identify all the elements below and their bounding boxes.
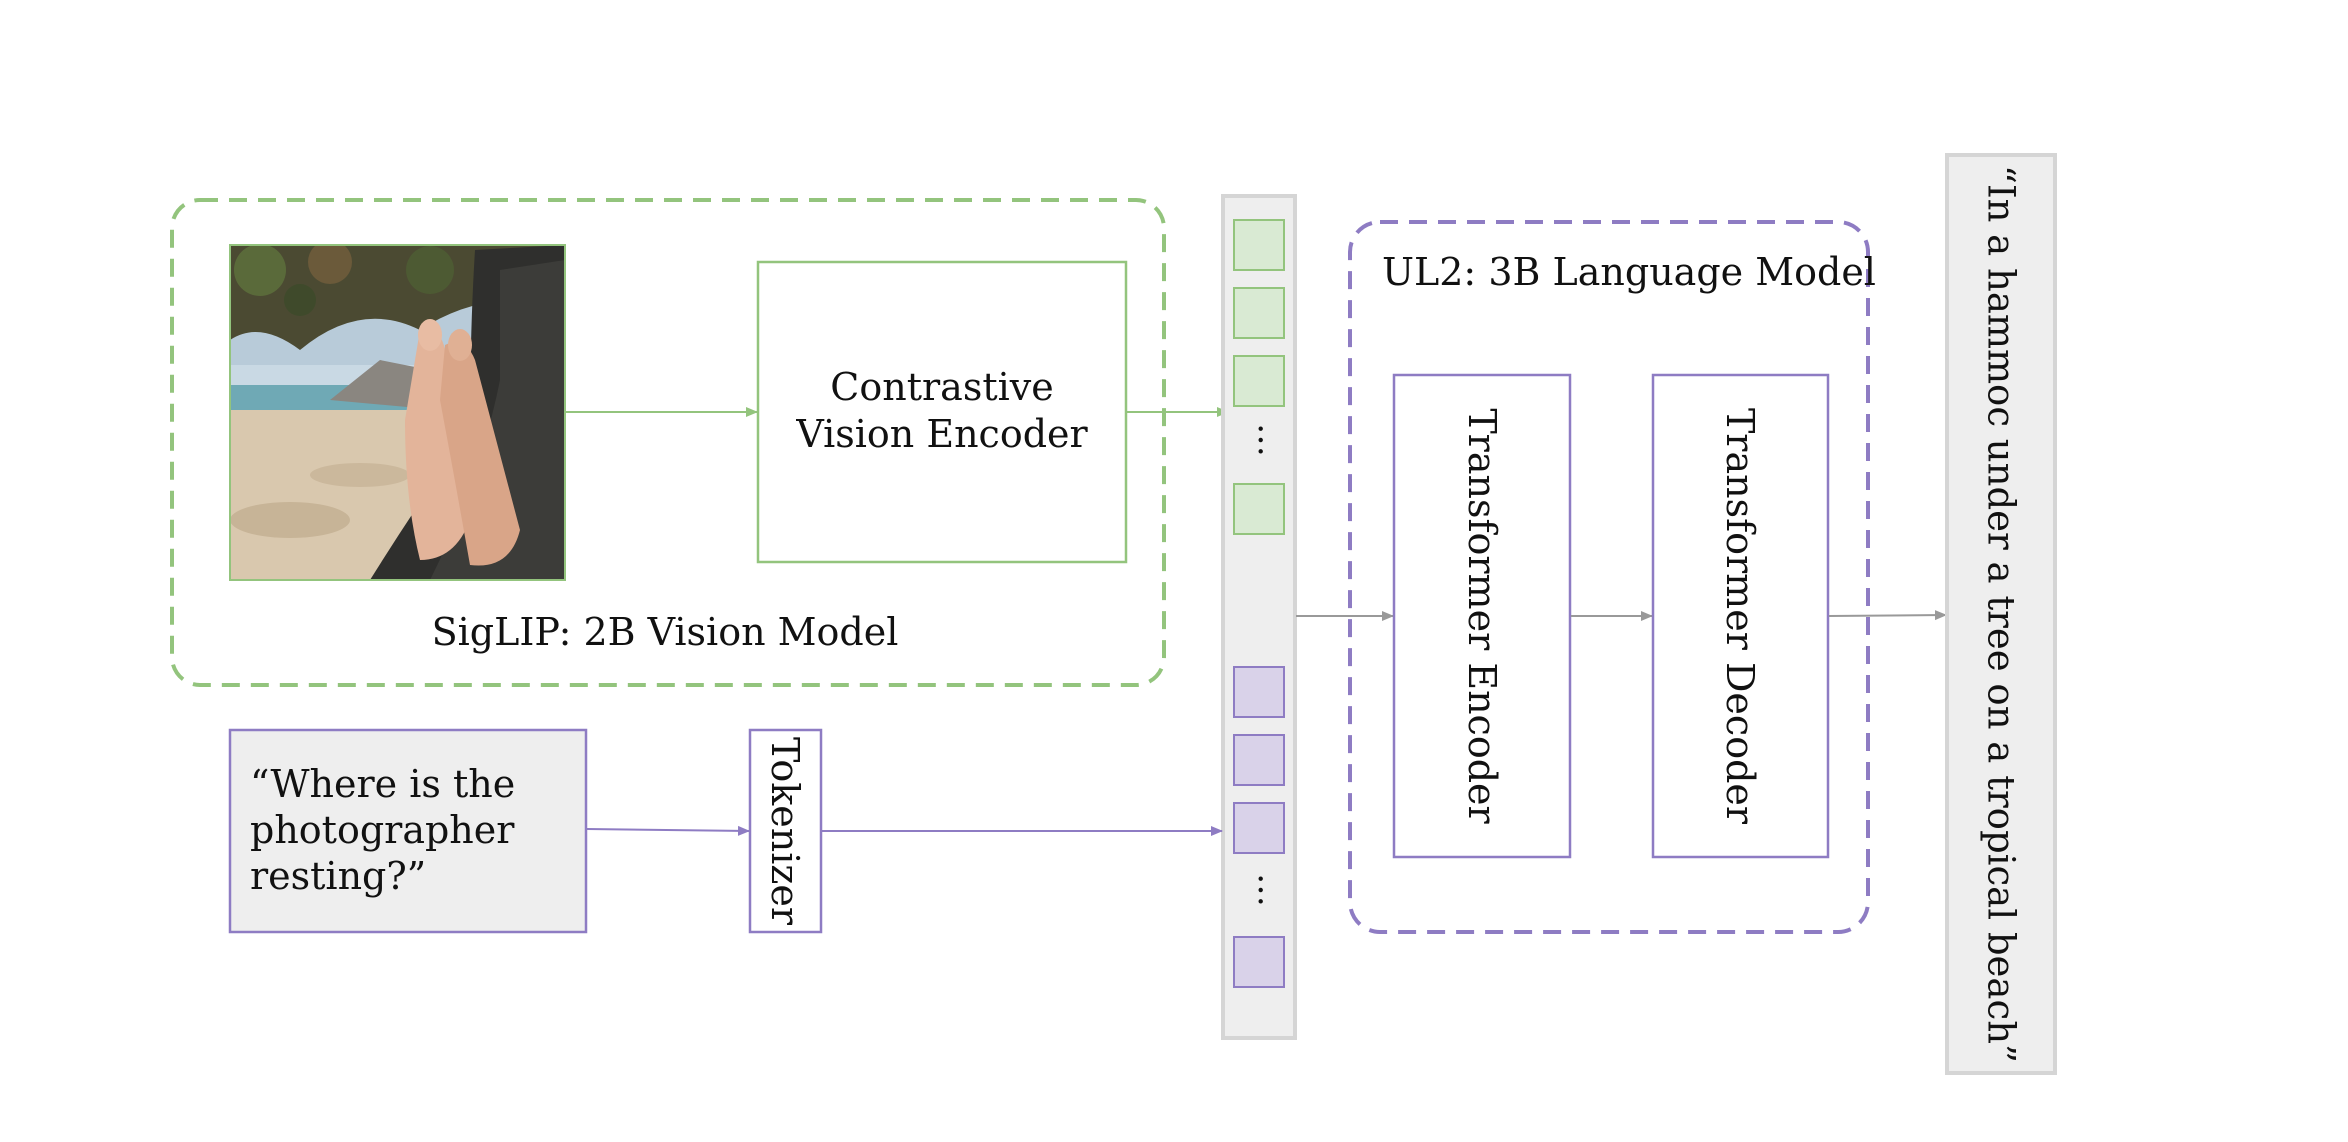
vision-token xyxy=(1233,287,1285,339)
beach-hammock-photo-icon xyxy=(230,245,565,580)
vision-model-label: SigLIP: 2B Vision Model xyxy=(432,610,899,654)
text-token xyxy=(1233,734,1285,786)
vision-token-ellipsis: … xyxy=(1250,423,1290,457)
vision-model-group xyxy=(170,198,1166,687)
output-box xyxy=(1945,153,2057,1075)
output-text: “In a hammoc under a tree on a tropical … xyxy=(1980,165,2023,1063)
language-model-label: UL2: 3B Language Model xyxy=(1382,250,1876,294)
transformer-decoder-box xyxy=(1651,373,1830,859)
prompt-line2: photographer xyxy=(250,808,515,852)
text-prompt-box xyxy=(228,728,588,934)
transformer-encoder-label: Transformer Encoder xyxy=(1460,408,1504,824)
prompt-line3: resting?” xyxy=(250,854,426,898)
transformer-encoder-box xyxy=(1392,373,1572,859)
tokenizer-box xyxy=(748,728,823,934)
text-token-ellipsis: … xyxy=(1250,873,1290,907)
tokenizer-label: Tokenizer xyxy=(763,737,807,926)
language-model-group xyxy=(1348,220,1870,934)
arrow-prompt-to-tokenizer xyxy=(586,825,750,836)
vision-token xyxy=(1233,483,1285,535)
vision-token xyxy=(1233,219,1285,271)
transformer-decoder-label: Transformer Decoder xyxy=(1718,408,1762,825)
encoder-label-line2: Vision Encoder xyxy=(795,412,1088,456)
encoder-label-line1: Contrastive xyxy=(830,365,1053,409)
vision-token xyxy=(1233,355,1285,407)
contrastive-vision-encoder-box xyxy=(756,260,1128,564)
text-token xyxy=(1233,802,1285,854)
text-token xyxy=(1233,666,1285,718)
text-token xyxy=(1233,936,1285,988)
input-image-frame xyxy=(229,244,566,581)
prompt-line1: “Where is the xyxy=(250,762,515,806)
arrow-decoder-to-output xyxy=(1828,610,1947,621)
